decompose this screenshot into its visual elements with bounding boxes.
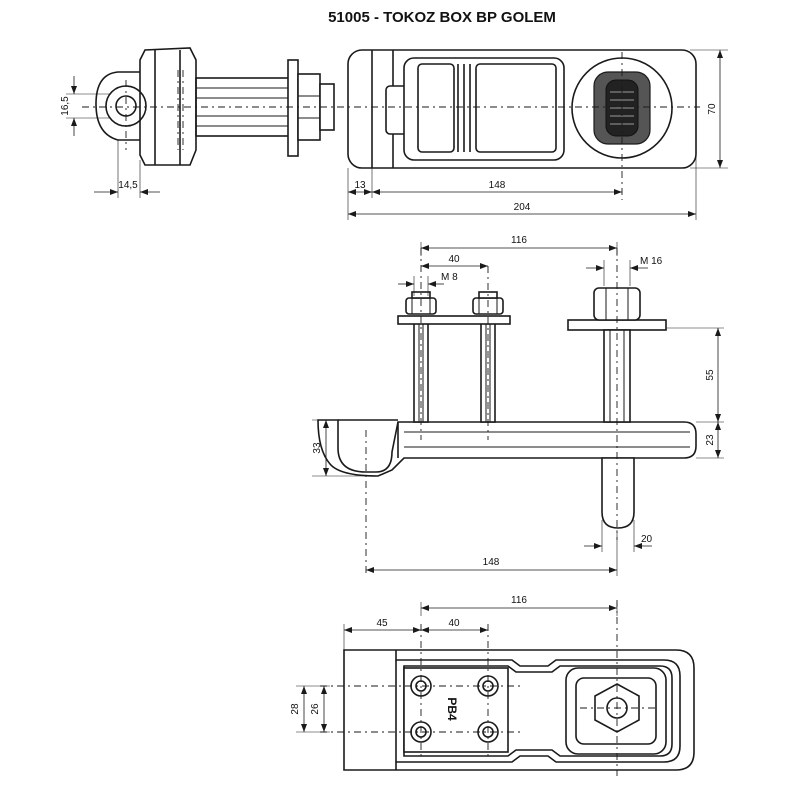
svg-text:33: 33 — [312, 442, 323, 454]
svg-text:45: 45 — [376, 618, 388, 629]
side-dim-40: 40 — [421, 254, 488, 269]
side-dim-m16: M 16 — [586, 256, 663, 286]
svg-text:26: 26 — [310, 703, 321, 715]
side-dim-148: 148 — [366, 530, 618, 576]
part-marking: PB4 — [445, 697, 459, 721]
svg-text:13: 13 — [354, 180, 366, 191]
svg-text:116: 116 — [511, 235, 527, 246]
bottom-view: PB4 116 45 40 — [290, 595, 695, 776]
svg-text:116: 116 — [511, 595, 527, 606]
side-view: 116 40 M 8 M 16 55 23 — [312, 235, 724, 576]
bolt-shafts — [195, 59, 335, 157]
bottom-dim-45: 45 — [343, 618, 421, 652]
drawing-title: 51005 - TOKOZ BOX BP GOLEM — [328, 9, 556, 26]
side-dim-55: 55 — [666, 327, 724, 423]
svg-text:14,5: 14,5 — [118, 180, 138, 191]
svg-text:40: 40 — [448, 254, 460, 265]
side-dim-23: 23 — [696, 422, 724, 459]
svg-text:70: 70 — [707, 103, 718, 115]
bottom-dim-40: 40 — [421, 618, 488, 633]
bottom-dim-116: 116 — [420, 595, 618, 616]
top-view: 16,5 14,5 13 148 204 70 — [60, 47, 728, 220]
side-dim-116: 116 — [420, 235, 618, 256]
top-dim-148: 148 — [372, 180, 622, 195]
svg-text:20: 20 — [641, 534, 653, 545]
top-dim-204: 204 — [348, 150, 697, 220]
svg-text:55: 55 — [705, 369, 716, 381]
plate-left — [397, 315, 511, 325]
bottom-dim-26: 26 — [310, 686, 327, 732]
side-dim-m8: M 8 — [398, 272, 458, 296]
svg-text:23: 23 — [705, 434, 716, 446]
top-dim-70: 70 — [690, 49, 728, 169]
top-dim-14-5: 14,5 — [94, 140, 160, 198]
svg-text:M 16: M 16 — [640, 256, 663, 267]
housing-side — [317, 419, 697, 477]
top-dim-13: 13 — [347, 168, 373, 220]
svg-text:M 8: M 8 — [441, 272, 458, 283]
svg-text:40: 40 — [448, 618, 460, 629]
end-profile — [95, 47, 197, 166]
side-dim-33: 33 — [312, 419, 370, 477]
svg-text:148: 148 — [483, 557, 500, 568]
svg-text:204: 204 — [514, 202, 531, 213]
box-top — [347, 49, 697, 169]
side-dim-20: 20 — [584, 520, 653, 552]
top-dim-16-5: 16,5 — [60, 76, 110, 136]
svg-text:16,5: 16,5 — [60, 96, 71, 116]
svg-text:148: 148 — [489, 180, 506, 191]
svg-text:28: 28 — [290, 703, 301, 715]
